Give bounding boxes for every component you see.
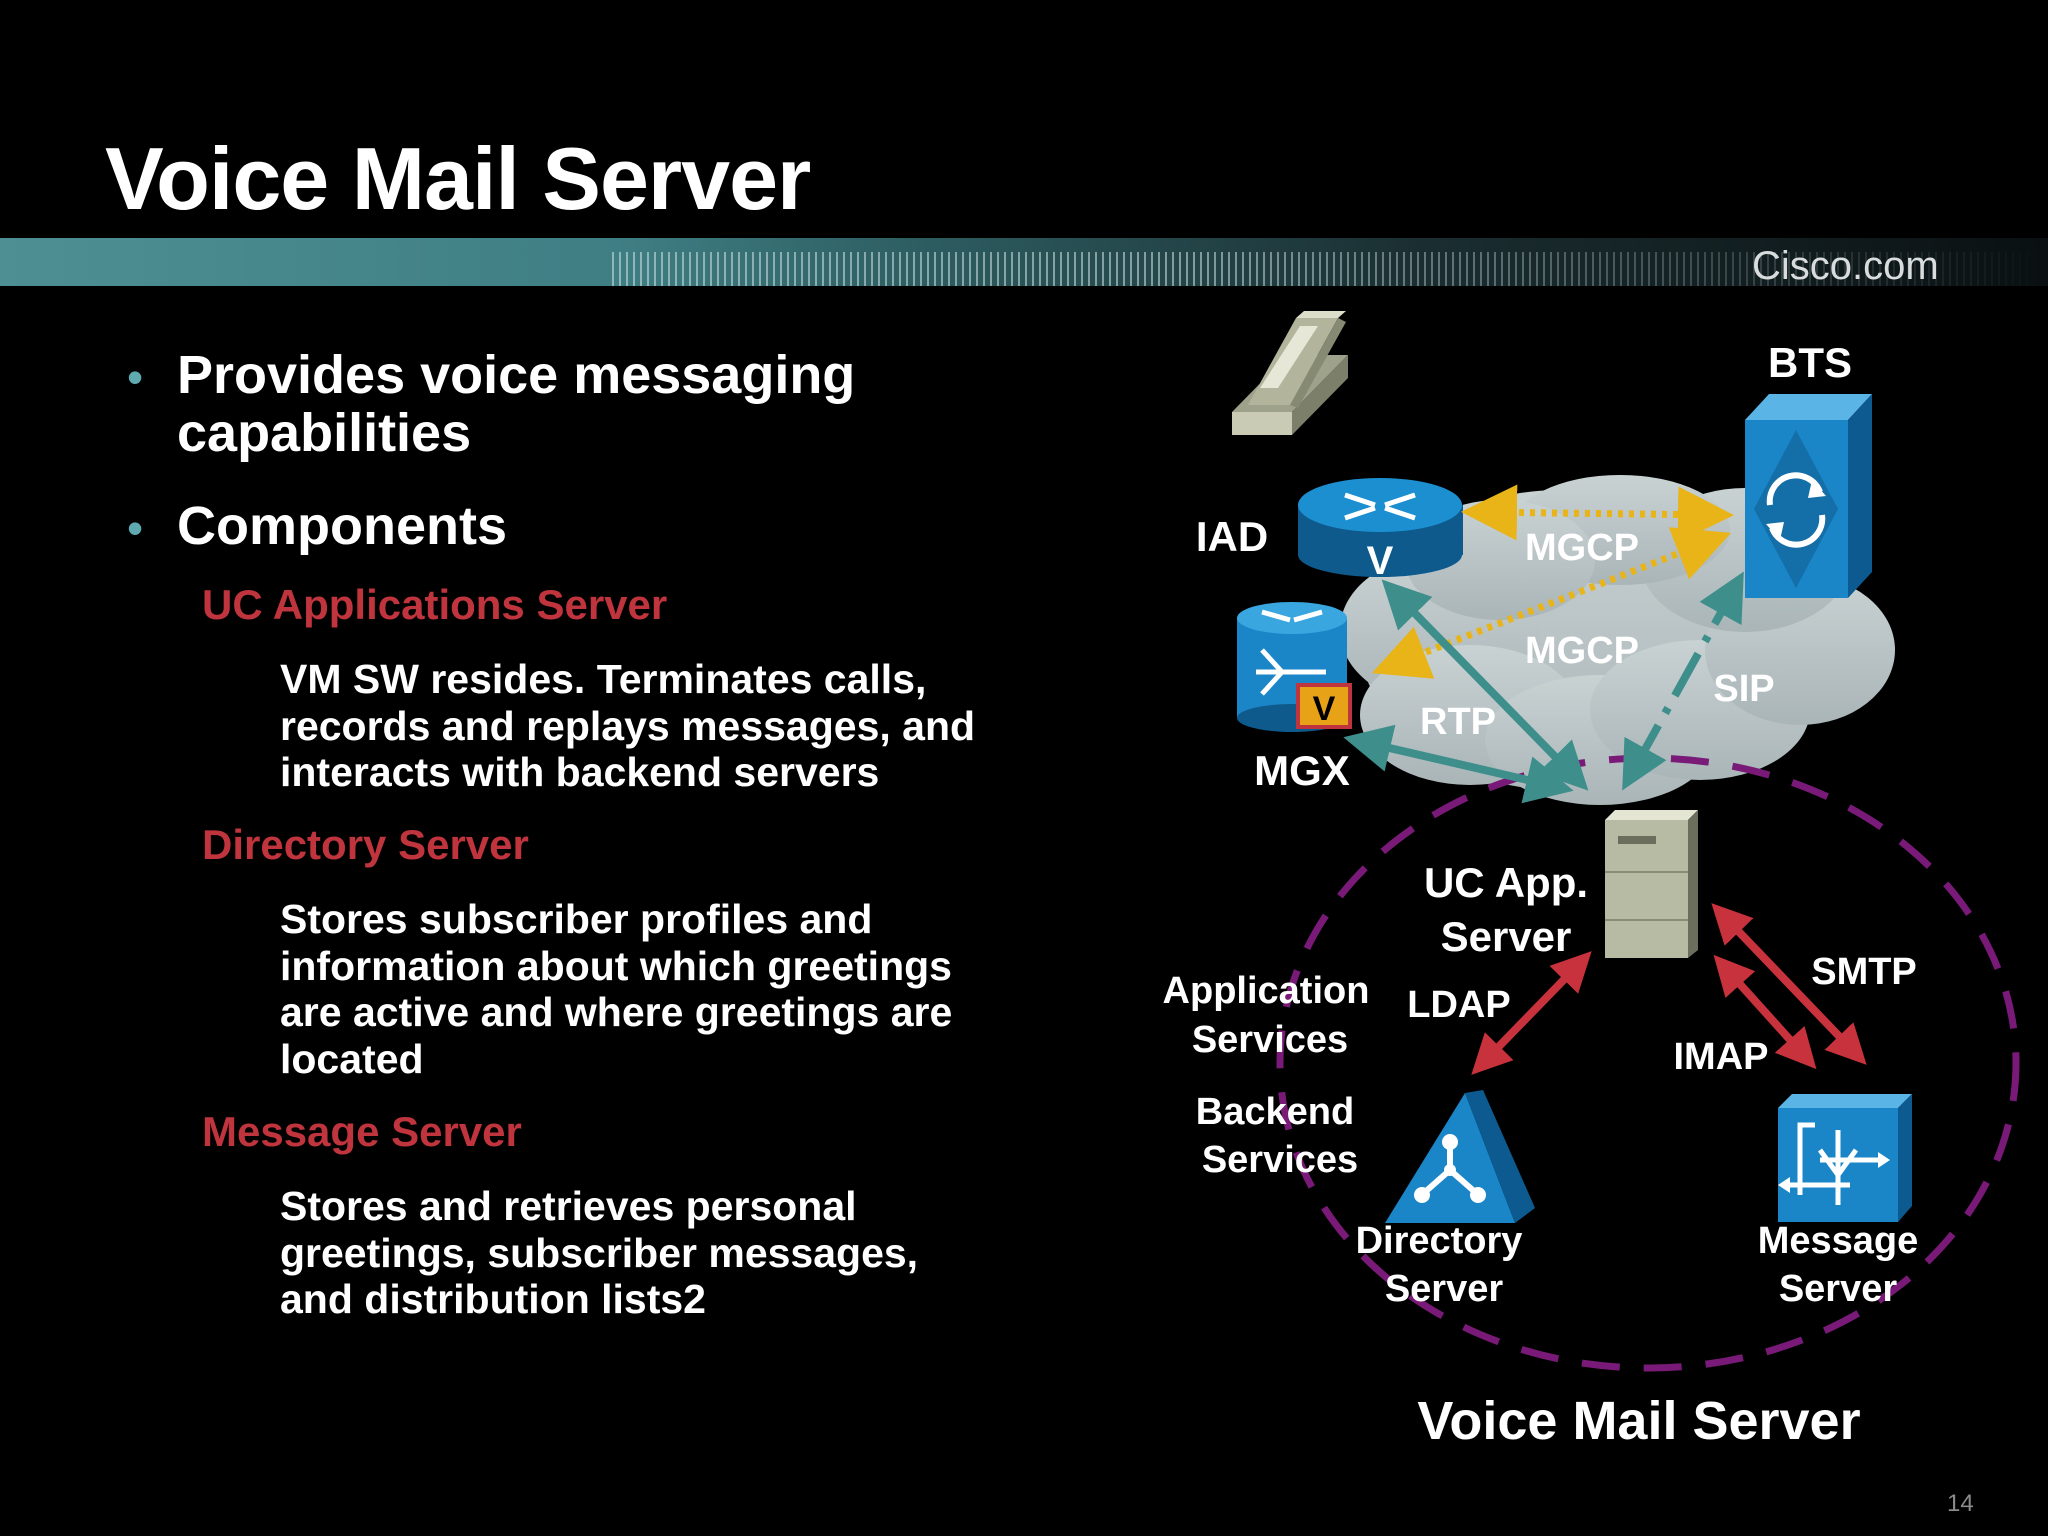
label-uc-app-line1: UC App. <box>1424 859 1588 906</box>
bullet-provides-line1: Provides voice messaging <box>177 345 856 405</box>
sip-arrow <box>1622 571 1744 791</box>
message-server-icon <box>1778 1094 1912 1222</box>
label-smtp: SMTP <box>1811 951 1917 993</box>
rtp-arrow-mgx <box>1343 724 1574 804</box>
uc-app-server-icon <box>1605 810 1698 958</box>
desc-line: information about which greetings <box>280 942 952 989</box>
label-uc-app-line2: Server <box>1441 913 1572 960</box>
component-heading-message: Message Server <box>202 1108 522 1155</box>
label-rtp: RTP <box>1420 701 1496 743</box>
desc-line: records and replays messages, and <box>280 702 976 749</box>
desc-line: Stores subscriber profiles and <box>280 896 873 942</box>
label-backend-line2: Services <box>1202 1139 1358 1181</box>
label-ldap: LDAP <box>1407 984 1510 1026</box>
label-imap: IMAP <box>1674 1036 1769 1078</box>
label-mgcp-mid: MGCP <box>1525 630 1639 672</box>
label-bts: BTS <box>1768 339 1852 386</box>
desc-line: interacts with backend servers <box>280 749 880 795</box>
label-backend-line1: Backend <box>1196 1091 1354 1133</box>
imap-arrow <box>1713 954 1817 1070</box>
component-desc-uc-app: VM SW resides. Terminates calls, records… <box>280 656 1181 796</box>
label-directory-line1: Directory <box>1356 1220 1523 1262</box>
label-directory-line2: Server <box>1385 1268 1504 1310</box>
phone-icon <box>1232 311 1348 435</box>
svg-text:V: V <box>1313 690 1336 728</box>
bullet-dot: • <box>127 502 144 554</box>
label-message-line2: Server <box>1779 1268 1898 1310</box>
desc-line: are active and where greetings are <box>280 989 953 1035</box>
label-sip: SIP <box>1713 668 1774 710</box>
ldap-arrow <box>1471 951 1592 1075</box>
desc-line: located <box>280 1035 424 1082</box>
desc-line: greetings, subscriber messages, <box>280 1229 919 1276</box>
page-number: 14 <box>1947 1490 1974 1517</box>
desc-line: and distribution lists2 <box>280 1276 706 1322</box>
brand-label: Cisco.com <box>1752 244 1939 288</box>
component-desc-directory: Stores subscriber profiles and informati… <box>280 896 1181 1082</box>
label-app-services-line1: Application <box>1163 970 1370 1012</box>
label-iad: IAD <box>1196 513 1268 560</box>
header-band-stripes <box>612 252 2048 286</box>
mgx-switch-icon: V <box>1237 602 1352 732</box>
component-desc-message: Stores and retrieves personal greetings,… <box>280 1183 1181 1323</box>
bts-server-icon <box>1745 394 1872 598</box>
label-message-line1: Message <box>1758 1220 1919 1262</box>
component-heading-uc-app: UC Applications Server <box>202 581 668 628</box>
bullet-components: Components <box>177 496 507 556</box>
label-app-services-line2: Services <box>1192 1019 1348 1061</box>
label-mgcp-top: MGCP <box>1525 527 1639 569</box>
svg-text:V: V <box>1367 539 1394 583</box>
bullet-dot: • <box>127 351 144 403</box>
page-title: Voice Mail Server <box>105 129 811 228</box>
bullet-provides-line2: capabilities <box>177 403 472 463</box>
iad-router-icon: V <box>1298 478 1463 583</box>
directory-server-icon <box>1385 1090 1535 1223</box>
voice-mail-boundary <box>1276 754 2020 1372</box>
mgcp-arrow-top <box>1461 484 1734 543</box>
label-mgx: MGX <box>1254 747 1350 794</box>
component-heading-directory: Directory Server <box>202 821 529 868</box>
bullet-provides: Provides voice messaging capabilities <box>177 346 855 462</box>
desc-line: VM SW resides. Terminates calls, <box>280 656 927 702</box>
diagram-caption: Voice Mail Server <box>1417 1391 1860 1451</box>
desc-line: Stores and retrieves personal <box>280 1183 857 1229</box>
